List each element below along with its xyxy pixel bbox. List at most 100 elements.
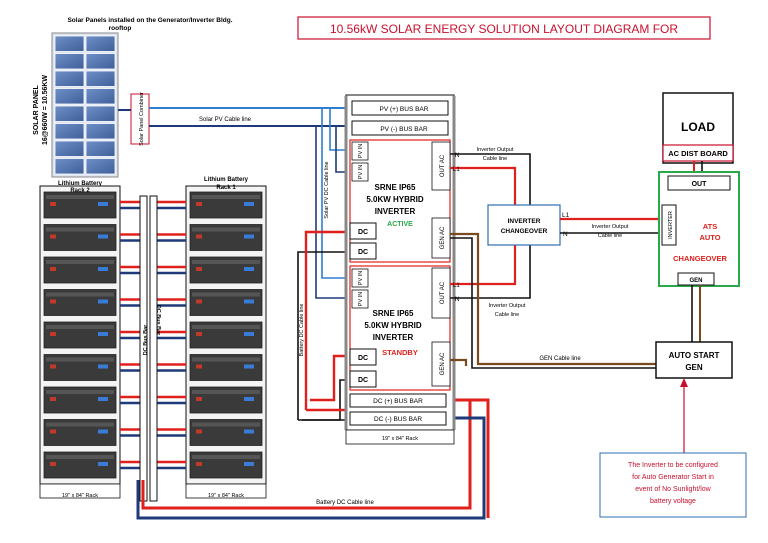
- rack1-size: 19" x 84" Rack: [208, 493, 244, 499]
- ats-line1: ATS: [703, 222, 717, 231]
- inv1-out-ac: OUT AC: [440, 154, 446, 177]
- inv1-line2: 5.0KW HYBRID: [366, 195, 424, 204]
- ats-out-terminal: [667, 175, 731, 191]
- solar-panel-module: [54, 35, 85, 52]
- solar-panel-module: [85, 35, 116, 52]
- inv1-dc-pos: DC: [358, 229, 368, 236]
- pv-neg-bus-bar: [351, 120, 449, 136]
- pv-pos-bus-bar: [351, 100, 449, 116]
- inv-out-cable-top-l1: Inverter Output: [477, 147, 514, 153]
- solar-panel-module: [85, 105, 116, 122]
- inv2-dc-pos: DC: [358, 355, 368, 362]
- pv-cable-label: Solar PV Cable line: [199, 117, 252, 123]
- rack2-title: Lithium Battery: [58, 181, 103, 187]
- solar-panel-module: [85, 123, 116, 140]
- note-line4: battery voltage: [650, 498, 696, 505]
- inv2-gen-ac: GEN AC: [440, 352, 446, 375]
- solar-panel-label: SOLAR PANEL: [33, 84, 40, 134]
- pv-neg-bus-label: PV (-) BUS BAR: [380, 126, 428, 133]
- inv2-pv-in-2: PV IN: [358, 292, 364, 306]
- inv1-pv-in-1: PV IN: [358, 144, 364, 158]
- ac-dist-board-label: AC DIST BOARD: [668, 149, 728, 158]
- ats-gen-label: GEN: [689, 278, 702, 284]
- ats-inverter-label: INVERTER: [668, 211, 674, 239]
- ats-gen-terminal: [677, 272, 715, 286]
- solar-panel-module: [54, 70, 85, 87]
- inv1-pv-in-2: PV IN: [358, 165, 364, 179]
- solar-panel-module: [54, 140, 85, 157]
- inv2-out-ac: OUT AC: [440, 281, 446, 304]
- inv-out-cable-bot-l2: Cable line: [495, 312, 519, 318]
- solar-panel-module: [54, 158, 85, 175]
- solar-panel-module: [54, 53, 85, 70]
- ats-out-label: OUT: [692, 181, 708, 188]
- inv-out-cable-top-l2: Cable line: [483, 156, 507, 162]
- title-box: [297, 16, 711, 40]
- inv2-n-terminal: N: [455, 297, 459, 303]
- pv-pos-bus-label: PV (+) BUS BAR: [380, 106, 429, 113]
- rack2-subtitle: Rack 2: [70, 188, 90, 194]
- inverter-rack-size: 19" x 84" Rack: [382, 436, 418, 442]
- solar-caption-line2: rooftop: [109, 25, 132, 32]
- dc-bus-bar-right: [149, 195, 158, 502]
- ac-dist-board: [662, 144, 734, 162]
- dc-bus-bar-label-left: DC Bus Bar: [143, 324, 149, 355]
- ats-line2: AUTO: [699, 233, 720, 242]
- changeover-l1-terminal: L1: [562, 212, 570, 219]
- pv-dc-cable-label: Solar PV DC Cable line: [324, 161, 330, 218]
- ats-inverter-terminal: [661, 204, 677, 246]
- inv-out-cable-right-l1: Inverter Output: [592, 224, 629, 230]
- solar-panel-module: [85, 53, 116, 70]
- rack1-title: Lithium Battery: [204, 177, 249, 183]
- battery-rack-1: [185, 185, 267, 499]
- battery-interconnect-cables: [120, 200, 186, 470]
- inv2-line3: INVERTER: [373, 333, 414, 342]
- inv2-pv-in-1: PV IN: [358, 271, 364, 285]
- inv2-dc-neg: DC: [358, 377, 368, 384]
- inv2-line1: SRNE IP65: [373, 309, 414, 318]
- dc-neg-bus-bar: [349, 411, 447, 426]
- gen-line2: GEN: [685, 363, 703, 372]
- dc-bus-bar-label-right: DC Bus Bar: [155, 305, 161, 336]
- solar-panel-module: [54, 88, 85, 105]
- inv1-status-active: ACTIVE: [387, 221, 413, 228]
- inv-out-cable-right-l2: Cable line: [598, 233, 622, 239]
- inv-out-cable-bot-l1: Inverter Output: [489, 303, 526, 309]
- auto-start-gen-box: [655, 341, 733, 379]
- battery-dc-cable-vertical-label: Battery DC Cable line: [299, 304, 305, 357]
- note-line1: The Inverter to be configured: [628, 462, 718, 469]
- ats-line3: CHANGEOVER: [673, 254, 727, 263]
- inv2-line2: 5.0KW HYBRID: [364, 321, 422, 330]
- battery-dc-cable-bottom-label: Battery DC Cable line: [316, 500, 374, 506]
- inv2-status-standby: STANDBY: [382, 348, 418, 357]
- note-arrow-icon: [680, 378, 688, 387]
- changeover-line2: CHANGEOVER: [501, 228, 548, 235]
- solar-combiner-label: Solar Panel Combiner: [139, 92, 145, 146]
- solar-panel-module: [85, 70, 116, 87]
- solar-array: [51, 32, 119, 178]
- rack1-subtitle: Rack 1: [216, 185, 236, 191]
- solar-panel-module: [85, 158, 116, 175]
- solar-panel-module: [54, 123, 85, 140]
- solar-caption-line1: Solar Panels installed on the Generator/…: [67, 17, 232, 24]
- inv1-line3: INVERTER: [375, 207, 416, 216]
- battery-dc-cable-neg: [136, 416, 486, 520]
- inverter-changeover: [487, 204, 561, 246]
- inv1-gen-ac: GEN AC: [440, 226, 446, 249]
- dc-neg-bus-label: DC (-) BUS BAR: [374, 416, 422, 423]
- inv1-line1: SRNE IP65: [375, 183, 416, 192]
- gen-line1: AUTO START: [669, 351, 720, 360]
- battery-rack-2: [39, 185, 121, 499]
- dc-pos-bus-label: DC (+) BUS BAR: [373, 398, 423, 405]
- inv1-l1-terminal: L1: [453, 167, 460, 173]
- inv2-l1-terminal: L1: [453, 283, 460, 289]
- solar-panel-capacity: 16@660W = 10.56KW: [42, 75, 49, 145]
- rack2-size: 19" x 84" Rack: [62, 493, 98, 499]
- note-box: [599, 452, 747, 518]
- dc-pos-bus-bar: [349, 393, 447, 408]
- load-label: LOAD: [681, 120, 715, 134]
- changeover-line1: INVERTER: [508, 218, 541, 225]
- inv1-dc-neg: DC: [358, 249, 368, 256]
- changeover-n-terminal: N: [563, 231, 568, 238]
